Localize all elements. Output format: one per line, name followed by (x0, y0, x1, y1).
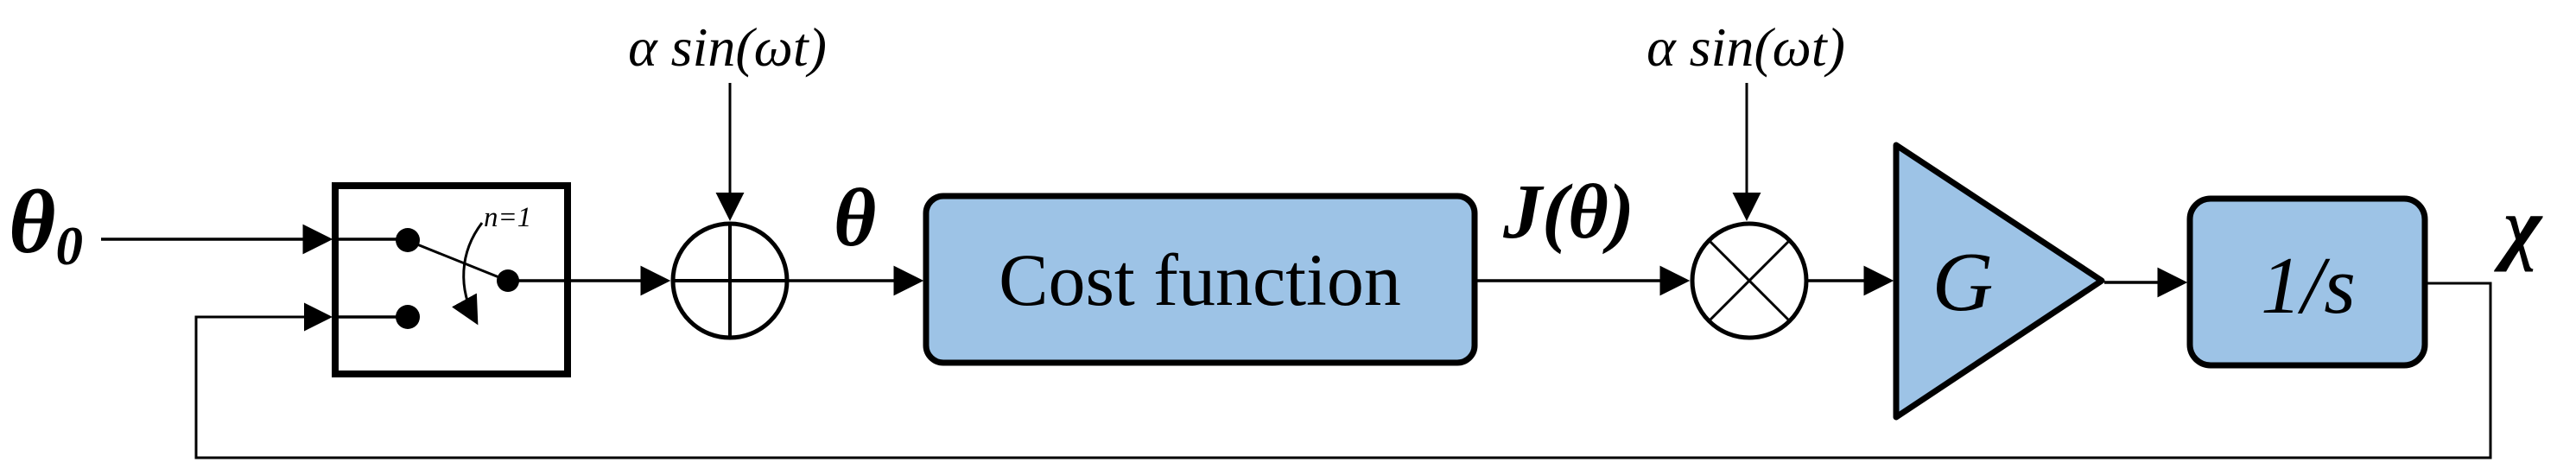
switch-input-dot-top (396, 228, 420, 252)
switch-arm (412, 241, 502, 280)
switch-rotation-arrow (451, 222, 484, 326)
gain-label: G (1932, 236, 1994, 329)
perturbation-label-left: α sin(ωt) (628, 16, 827, 78)
perturbation-label-right: α sin(ωt) (1646, 16, 1845, 78)
output-label: χ (2494, 180, 2543, 272)
switch-mode-label: n=1 (484, 202, 531, 233)
input-label-base: θ (9, 171, 56, 272)
input-label-subscript: 0 (56, 216, 84, 276)
multiplier-cross-2 (1707, 238, 1792, 323)
feedback-path (194, 282, 2492, 459)
integrator-block (2186, 195, 2428, 369)
gain-triangle (1893, 142, 2105, 421)
theta-label: θ (834, 172, 876, 263)
cost-function-label: Cost function (999, 238, 1401, 321)
input-label: θ0 (9, 171, 83, 276)
switch-output-dot (497, 269, 519, 292)
j-theta-label: J(θ) (1502, 169, 1634, 255)
switch-input-dot-bottom (396, 305, 420, 329)
integrator-label: 1/s (2261, 241, 2356, 331)
